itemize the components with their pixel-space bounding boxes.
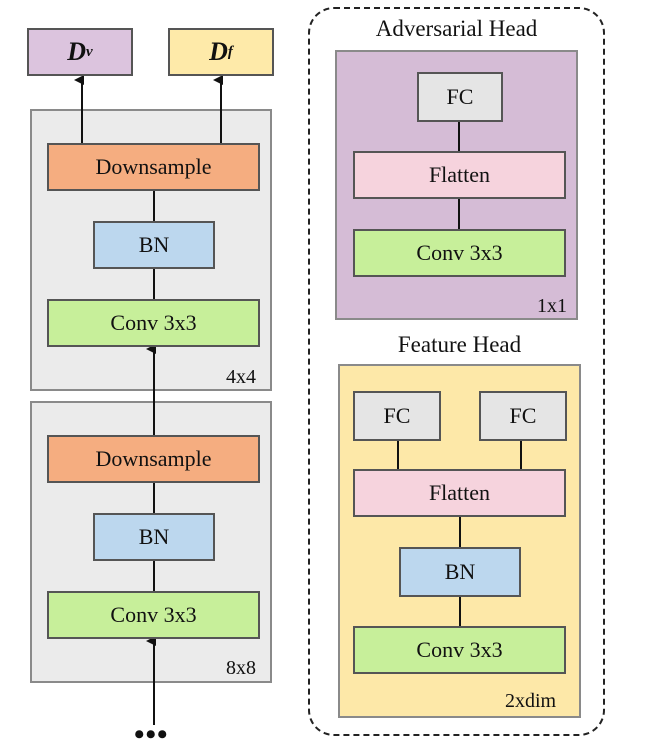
adversarial-fc-box: FC: [417, 72, 503, 122]
feature-head-title: Feature Head: [397, 332, 522, 357]
output-df-base: D: [209, 37, 228, 66]
conv-4x4-box: Conv 3x3: [47, 299, 260, 347]
feature-bn-box: BN: [399, 547, 521, 597]
continuation-dots: •••: [134, 718, 169, 751]
adversarial-flatten-box: Flatten: [353, 151, 566, 199]
downsample-4x4-box: Downsample: [47, 143, 260, 191]
conv-8x8-box: Conv 3x3: [47, 591, 260, 639]
resolution-8x8-label: 8x8: [226, 657, 256, 679]
heads-container: [308, 7, 605, 736]
adversarial-resolution-label: 1x1: [537, 295, 567, 317]
feature-resolution-label: 2xdim: [505, 690, 557, 712]
feature-flatten-box: Flatten: [353, 469, 566, 517]
downsample-8x8-box: Downsample: [47, 435, 260, 483]
adversarial-head-title: Adversarial Head: [375, 16, 538, 41]
output-dv-base: D: [67, 37, 87, 66]
adversarial-conv-box: Conv 3x3: [353, 229, 566, 277]
feature-fc-right-box: FC: [479, 391, 567, 441]
bn-4x4-box: BN: [93, 221, 215, 269]
output-dv-sup: v: [86, 43, 93, 60]
feature-conv-box: Conv 3x3: [353, 626, 566, 674]
bn-8x8-box: BN: [93, 513, 215, 561]
output-df-sup: f: [227, 43, 233, 60]
resolution-4x4-label: 4x4: [226, 366, 256, 388]
feature-fc-left-box: FC: [353, 391, 441, 441]
